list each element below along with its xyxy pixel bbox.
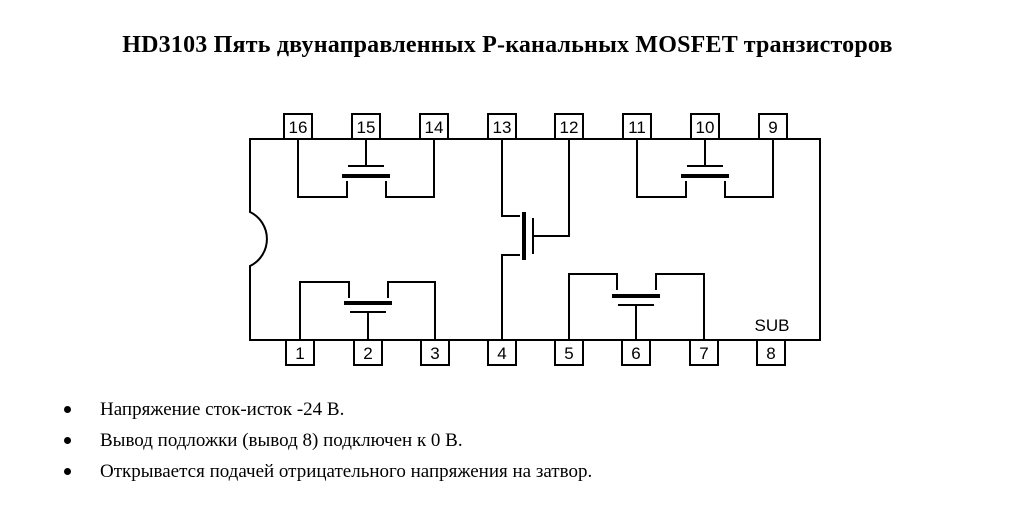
list-item: Вывод подложки (вывод 8) подключен к 0 В…	[60, 425, 592, 456]
mosfet-e-symbol	[568, 273, 705, 340]
pin-label-6: 6	[631, 344, 640, 363]
substrate-label: SUB	[755, 316, 790, 335]
pin-label-7: 7	[699, 344, 708, 363]
pin-label-9: 9	[768, 118, 777, 137]
notes-list: Напряжение сток-исток -24 В. Вывод подло…	[60, 394, 592, 487]
bullet-icon	[64, 406, 71, 413]
pin-label-1: 1	[295, 344, 304, 363]
mosfet-d-symbol	[636, 139, 774, 198]
mosfet-a-symbol	[297, 139, 435, 198]
pin-label-5: 5	[564, 344, 573, 363]
pin-label-12: 12	[560, 118, 579, 137]
pin-label-11: 11	[628, 118, 646, 137]
pin-label-14: 14	[425, 118, 444, 137]
list-item: Открывается подачей отрицательного напря…	[60, 456, 592, 487]
pin-label-15: 15	[357, 118, 376, 137]
list-item: Напряжение сток-исток -24 В.	[60, 394, 592, 425]
pin-label-4: 4	[497, 344, 506, 363]
pin-label-13: 13	[493, 118, 512, 137]
bullet-icon	[64, 468, 71, 475]
bullet-icon	[64, 437, 71, 444]
pin-label-10: 10	[696, 118, 715, 137]
ic-body	[249, 138, 821, 341]
pin-label-2: 2	[363, 344, 372, 363]
pin-8-box	[756, 339, 786, 366]
pin-label-3: 3	[430, 344, 439, 363]
mosfet-c-symbol	[501, 139, 570, 340]
note-text: Вывод подложки (вывод 8) подключен к 0 В…	[100, 430, 463, 451]
pin-label-8: 8	[766, 344, 775, 363]
page-title: HD3103 Пять двунаправленных P-канальных …	[122, 32, 893, 58]
note-text: Открывается подачей отрицательного напря…	[100, 461, 593, 482]
pin-label-16: 16	[289, 118, 308, 137]
note-text: Напряжение сток-исток -24 В.	[100, 399, 345, 420]
mosfet-b-symbol	[299, 281, 436, 340]
